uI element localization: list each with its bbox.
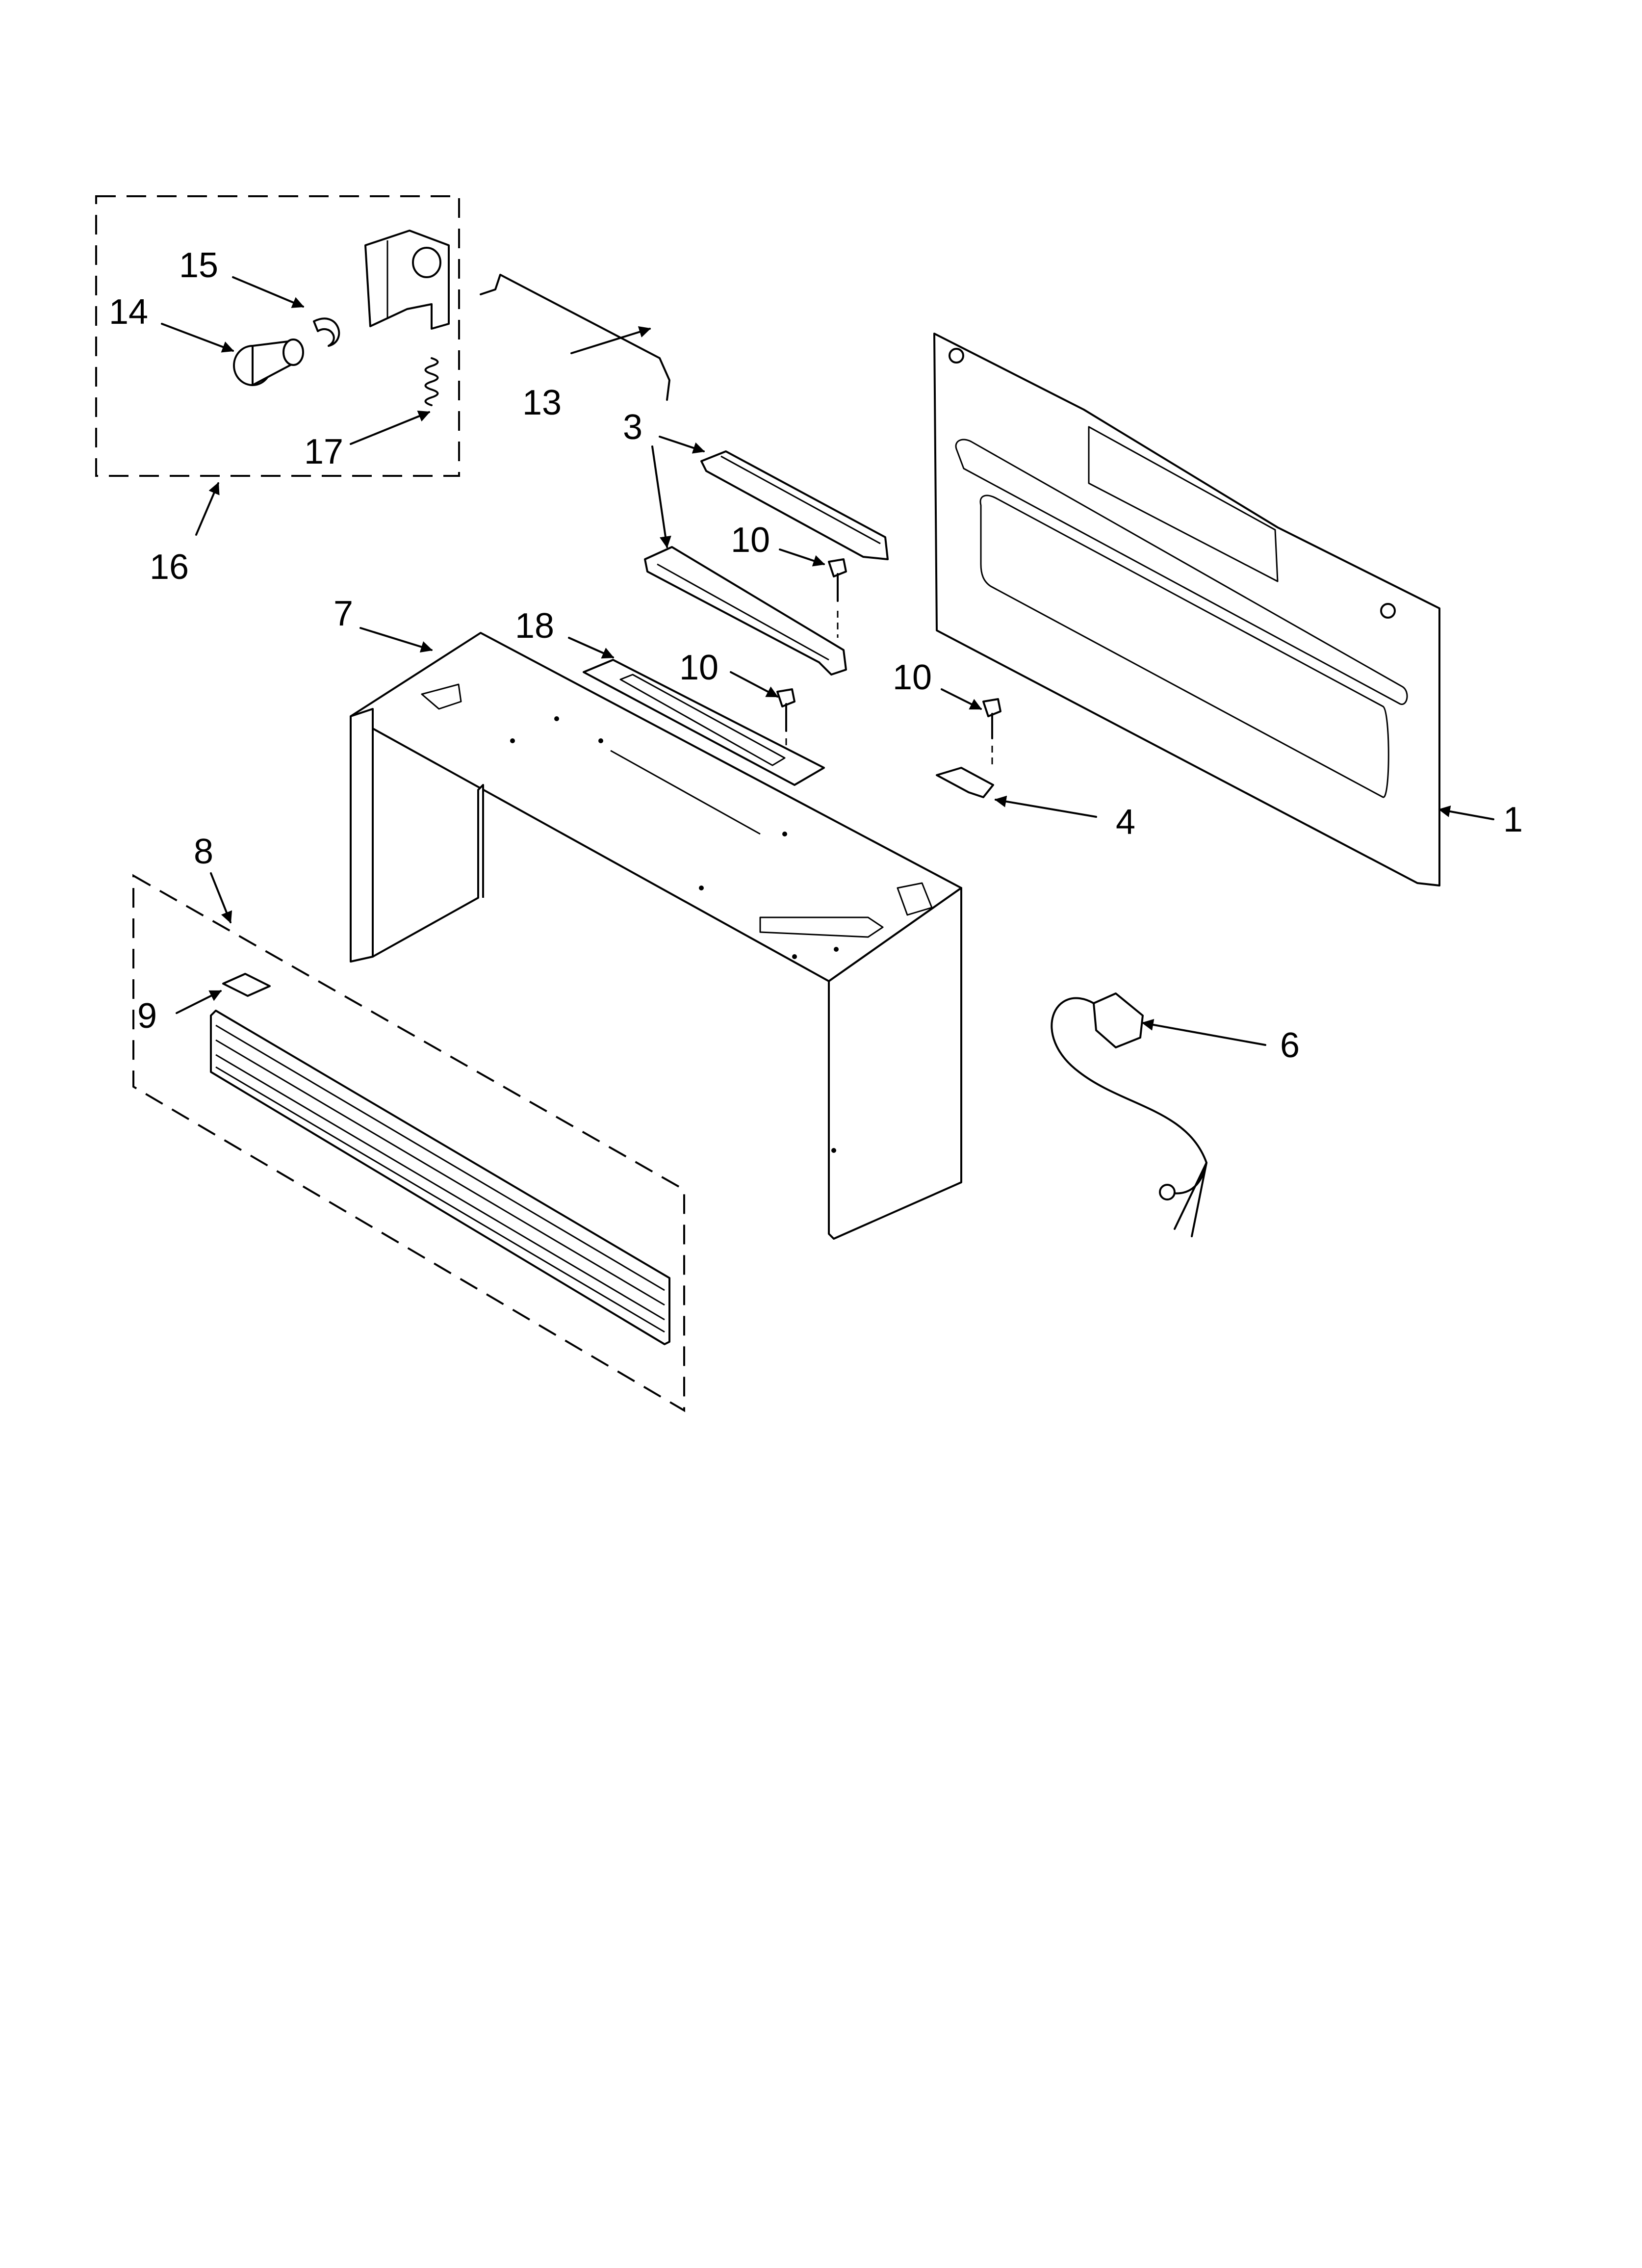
latch-bracket [364, 230, 450, 330]
callout-18: 18 [515, 606, 554, 646]
leader-lines [161, 276, 1494, 1046]
callout-10-b: 10 [679, 648, 718, 687]
part-10-screw-a [828, 558, 847, 638]
part-17-spring [424, 357, 439, 406]
callout-1: 1 [1503, 800, 1523, 839]
callout-labels: 15 14 17 16 13 3 10 18 10 10 7 4 1 6 8 9 [109, 246, 1523, 1065]
part-14-plunger [233, 339, 304, 386]
part-18-plate [583, 659, 825, 786]
part-10-screw-c [982, 698, 1001, 768]
callout-16: 16 [150, 547, 189, 587]
callout-9: 9 [137, 996, 157, 1036]
part-7-mounting-frame [350, 632, 962, 1240]
part-10-screw-b [776, 688, 795, 780]
callout-13: 13 [522, 383, 562, 422]
part-13-latch-wire [480, 274, 670, 401]
callout-17: 17 [304, 432, 343, 471]
callout-14: 14 [109, 292, 148, 332]
part-3-bottom-bracket [644, 546, 847, 676]
part-6-power-cord [1051, 992, 1207, 1237]
part-4-small-bracket [936, 767, 994, 798]
part-8-grille-assembly [132, 874, 685, 1412]
callout-15: 15 [179, 246, 218, 285]
callout-8: 8 [194, 832, 213, 871]
part-3-top-bracket [700, 450, 889, 560]
part-1-back-panel [933, 333, 1440, 886]
assembly-16-dashed-box [95, 195, 460, 477]
callout-10-a: 10 [731, 521, 770, 560]
part-9-clip [222, 973, 271, 997]
callout-3: 3 [623, 408, 642, 447]
callout-6: 6 [1280, 1026, 1300, 1065]
part-15-clip [313, 317, 340, 347]
callout-7: 7 [334, 594, 353, 633]
callout-10-c: 10 [893, 658, 932, 697]
callout-4: 4 [1116, 803, 1135, 842]
